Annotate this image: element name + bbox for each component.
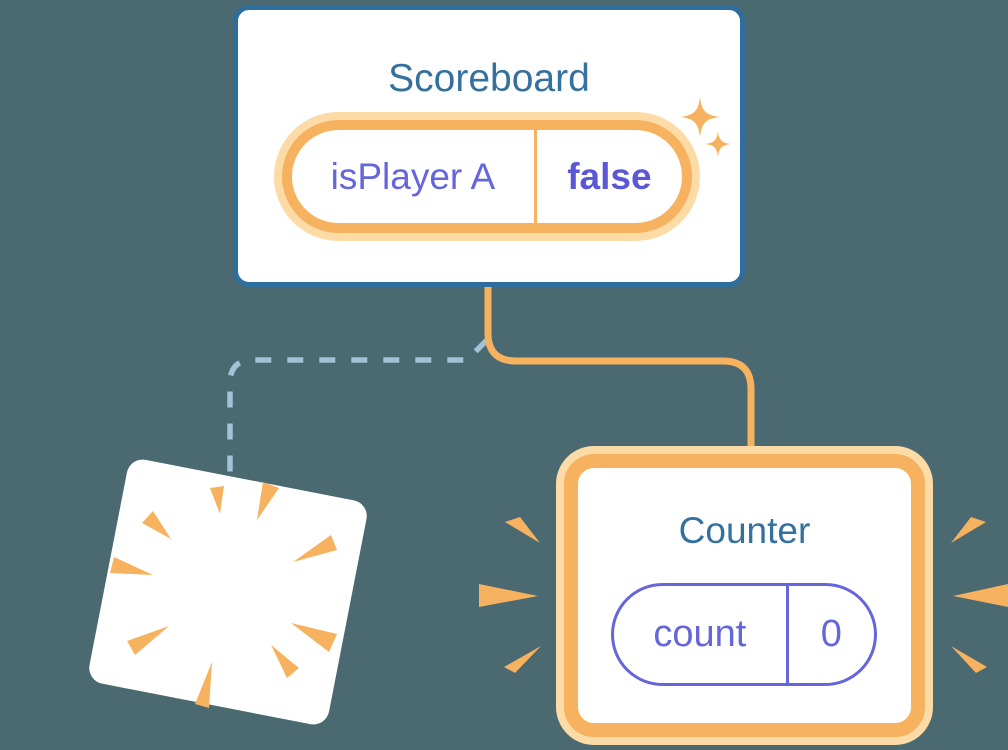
active-branch-connector [484,282,755,458]
removed-component-card [86,456,370,728]
counter-state-value: 0 [820,613,842,655]
state-key: isPlayer A [292,130,537,223]
scoreboard-title: Scoreboard [388,57,590,100]
counter-state-pill: count 0 [611,583,877,686]
state-value: false [567,155,652,197]
counter-title: Counter [678,510,811,551]
scoreboard-card: Scoreboard isPlayer A false [233,5,745,287]
removed-branch-connector-dashed [227,338,489,473]
counter-card: Counter count 0 [564,454,925,737]
counter-state-key: count [614,586,789,683]
scoreboard-state-pill: isPlayer A false [282,120,692,233]
